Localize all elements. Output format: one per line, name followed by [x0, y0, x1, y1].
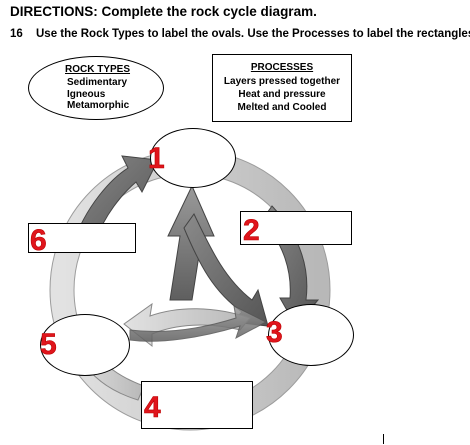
process-item: Heat and pressure [238, 89, 326, 100]
rock-types-heading: ROCK TYPES [65, 64, 131, 75]
question-text: Use the Rock Types to label the ovals. U… [36, 28, 470, 40]
question-line: 16 Use the Rock Types to label the ovals.… [10, 28, 470, 40]
label-2: 2 [243, 214, 260, 247]
rectangle-4[interactable] [141, 381, 253, 429]
rectangle-2[interactable] [240, 211, 352, 245]
label-5: 5 [40, 328, 57, 361]
label-6: 6 [30, 224, 47, 257]
rectangle-6[interactable] [28, 223, 136, 253]
directions-title: DIRECTIONS: Complete the rock cycle diag… [10, 4, 317, 19]
rock-type-item: Sedimentary [67, 77, 128, 88]
label-1: 1 [148, 142, 165, 175]
rock-types-list: Sedimentary Igneous Metamorphic [67, 77, 129, 112]
oval-3[interactable] [268, 304, 354, 366]
text-cursor [383, 434, 384, 444]
rock-types-legend: ROCK TYPES Sedimentary Igneous Metamorph… [28, 56, 164, 120]
inner-arrow-from-5 [129, 305, 268, 342]
label-4: 4 [144, 391, 161, 424]
oval-1[interactable] [150, 128, 236, 188]
processes-legend: PROCESSES Layers pressed together Heat a… [212, 54, 352, 122]
rock-type-item: Igneous [67, 88, 106, 100]
rock-type-item: Metamorphic [67, 100, 130, 111]
process-item: Melted and Cooled [237, 102, 327, 113]
label-3: 3 [266, 316, 283, 349]
processes-heading: PROCESSES [250, 62, 314, 73]
oval-5[interactable] [40, 314, 130, 376]
processes-list: Layers pressed together Heat and pressur… [213, 75, 351, 114]
question-number: 16 [10, 28, 23, 40]
process-item: Layers pressed together [223, 76, 341, 87]
